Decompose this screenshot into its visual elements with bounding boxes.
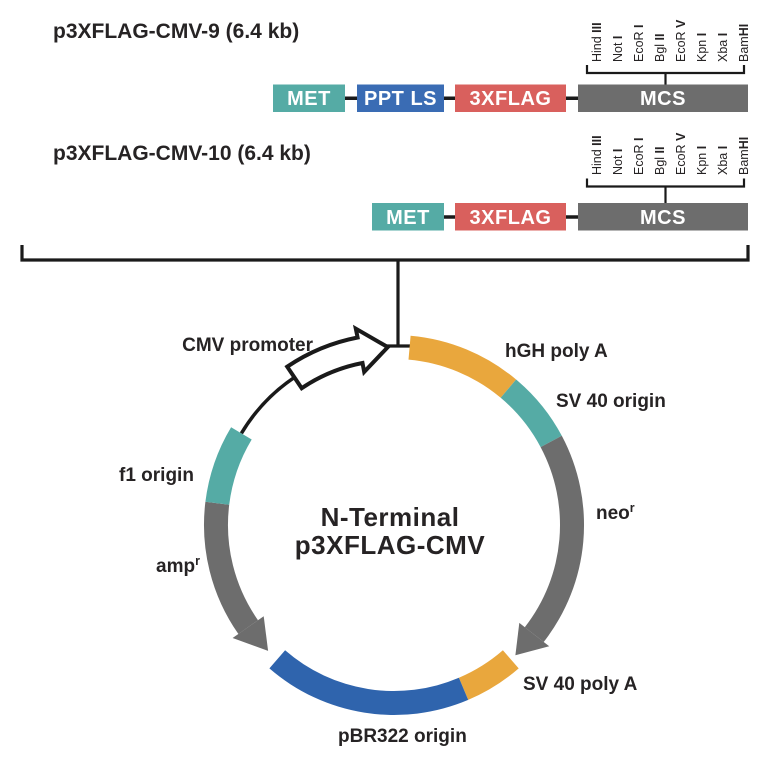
pptls-box (357, 84, 444, 112)
mcs-site-labels-cmv9: Hind III Not I EcoR I Bgl II EcoR V Kpn … (590, 19, 751, 62)
neo-arrowhead (515, 622, 550, 656)
plasmid-map: CMV promoter hGH poly A SV 40 origin neo… (119, 324, 666, 747)
mcs-box (578, 84, 748, 112)
mcs-label: MCS (640, 88, 686, 110)
met-label: MET (287, 88, 331, 110)
cmv-promoter-arrow (284, 324, 392, 391)
neo-label: neor (596, 501, 635, 524)
site-label: Xba I (716, 146, 730, 175)
site-label: Hind III (590, 22, 604, 62)
site-label: Xba I (716, 33, 730, 62)
site-label: EcoR V (674, 132, 688, 175)
mcs-box (578, 203, 748, 231)
hgh-polya-label: hGH poly A (505, 341, 608, 362)
site-label: Hind III (590, 135, 604, 175)
segment-neo (524, 435, 585, 642)
segment-amp (203, 501, 258, 634)
segment-sv40-polya (458, 650, 519, 700)
segment-f1-origin (205, 427, 252, 505)
span-bracket (20, 245, 750, 262)
met-box (273, 84, 345, 112)
construct-cmv10-title: p3XFLAG-CMV-10 (6.4 kb) (53, 142, 311, 165)
construct-cmv9-title: p3XFLAG-CMV-9 (6.4 kb) (53, 20, 299, 43)
amp-label: ampr (156, 554, 200, 577)
site-label: BamHI (737, 137, 751, 175)
site-label: EcoR I (632, 24, 646, 62)
construct-cmv10: p3XFLAG-CMV-10 (6.4 kb) Hind III Not I E… (53, 132, 751, 231)
amp-arrowhead (232, 616, 269, 651)
3xflag-box (455, 84, 566, 112)
cmv-promoter-label: CMV promoter (182, 335, 314, 356)
site-label: Kpn I (695, 146, 709, 175)
3xflag-box (455, 203, 566, 231)
site-label: Not I (611, 149, 625, 175)
plasmid-feature-labels: CMV promoter hGH poly A SV 40 origin neo… (119, 335, 666, 747)
mcs-site-labels-cmv10: Hind III Not I EcoR I Bgl II EcoR V Kpn … (590, 132, 751, 175)
site-label: Kpn I (695, 33, 709, 62)
segment-sv40-origin (500, 379, 562, 448)
site-label: Bgl II (653, 34, 667, 63)
sv40-origin-label: SV 40 origin (556, 391, 666, 412)
pptls-label: PPT LS (364, 88, 437, 110)
plasmid-name-line1: N-Terminal (321, 502, 460, 532)
construct-cmv9: p3XFLAG-CMV-9 (6.4 kb) Hind III Not I Ec… (53, 19, 751, 112)
mcs-label: MCS (640, 207, 686, 229)
site-label: Bgl II (653, 147, 667, 176)
3xflag-label: 3XFLAG (470, 88, 552, 110)
segment-hgh-polya (408, 335, 517, 398)
mcs-bracket-cmv9 (585, 65, 746, 85)
segment-pbr322-origin (269, 650, 469, 715)
3xflag-label: 3XFLAG (470, 207, 552, 229)
site-label: BamHI (737, 24, 751, 62)
site-label: Not I (611, 36, 625, 62)
met-label: MET (386, 207, 430, 229)
mcs-bracket-cmv10 (585, 178, 746, 203)
met-box (372, 203, 444, 231)
f1-origin-label: f1 origin (119, 465, 194, 486)
pbr322-origin-label: pBR322 origin (338, 726, 467, 747)
plasmid-name-line2: p3XFLAG-CMV (295, 530, 486, 560)
site-label: EcoR V (674, 19, 688, 62)
sv40-polya-label: SV 40 poly A (523, 674, 638, 695)
site-label: EcoR I (632, 137, 646, 175)
